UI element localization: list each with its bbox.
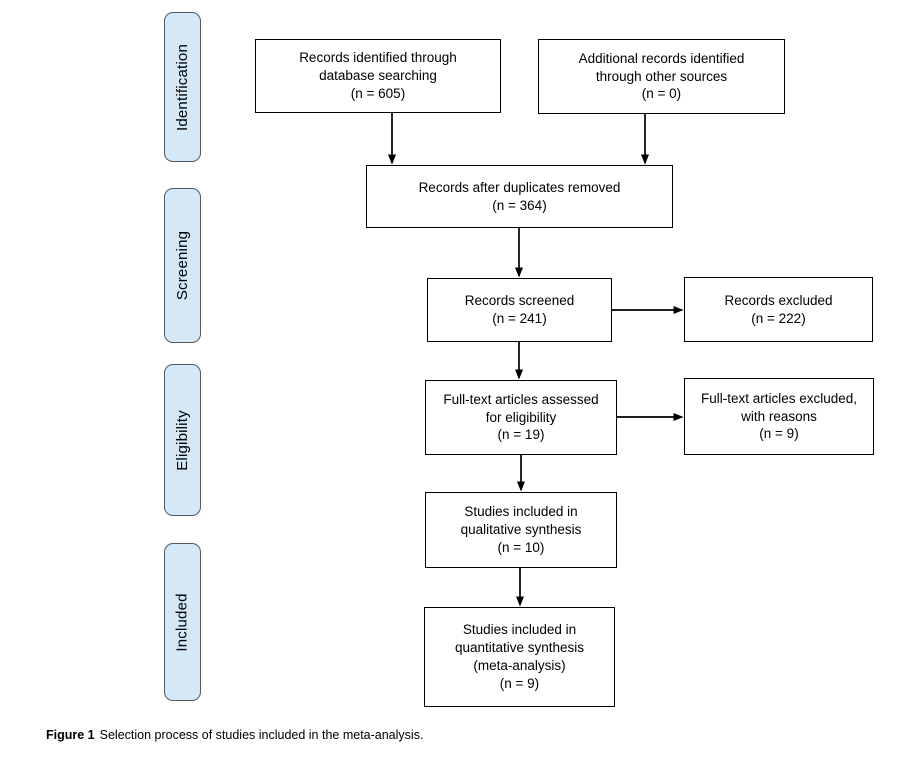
stage-eligibility-label: Eligibility (174, 409, 191, 471)
box-qualitative-synthesis: Studies included in qualitative synthesi… (425, 492, 617, 568)
box-duplicates-removed: Records after duplicates removed (n = 36… (366, 165, 673, 228)
box-fulltext-assessed: Full-text articles assessed for eligibil… (425, 380, 617, 455)
box-duplicates-removed-text: Records after duplicates removed (n = 36… (418, 179, 621, 213)
box-records-screened-text: Records screened (n = 241) (464, 293, 575, 326)
stage-screening-label: Screening (174, 230, 192, 301)
box-database-searching: Records identified through database sear… (255, 39, 501, 113)
stage-eligibility: Eligibility (164, 364, 201, 516)
stage-included: Included (164, 543, 201, 701)
box-records-screened: Records screened (n = 241) (427, 278, 612, 342)
box-other-sources-text: Additional records identified through ot… (578, 50, 745, 102)
box-database-searching-text: Records identified through database sear… (299, 50, 457, 101)
figure-caption-label: Figure 1 (46, 728, 95, 742)
box-quantitative-synthesis-text: Studies included in quantitative synthes… (454, 622, 585, 691)
box-records-excluded: Records excluded (n = 222) (684, 277, 873, 342)
stage-identification-label: Identification (174, 43, 191, 131)
box-fulltext-excluded: Full-text articles excluded, with reason… (684, 378, 874, 455)
stage-screening: Screening (164, 188, 201, 343)
box-qualitative-synthesis-text: Studies included in qualitative synthesi… (460, 504, 582, 555)
box-records-excluded-text: Records excluded (n = 222) (724, 292, 833, 326)
stage-identification: Identification (164, 12, 201, 162)
box-quantitative-synthesis: Studies included in quantitative synthes… (424, 607, 615, 707)
box-other-sources: Additional records identified through ot… (538, 39, 785, 114)
stage-included-label: Included (174, 592, 191, 652)
box-fulltext-excluded-text: Full-text articles excluded, with reason… (700, 390, 858, 442)
figure-caption: Figure 1 Selection process of studies inc… (46, 728, 423, 742)
figure-caption-text: Selection process of studies included in… (99, 728, 424, 742)
box-fulltext-assessed-text: Full-text articles assessed for eligibil… (443, 391, 599, 443)
